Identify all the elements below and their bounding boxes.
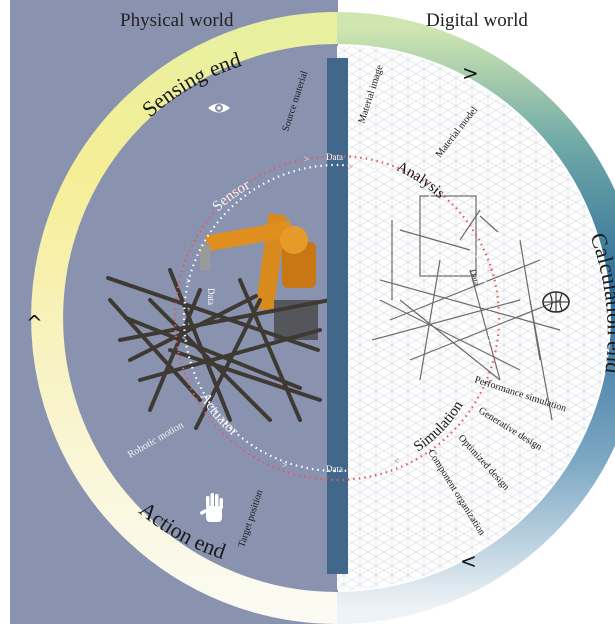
ring-digital-segment [336,12,615,624]
digital-grid [337,46,609,590]
ring-physical-segment [31,12,338,624]
cycle-arrow-right: > [488,264,493,274]
data-label-left: Data [206,288,216,305]
data-label-bottom: Data [326,464,343,474]
data-label-right: Data [468,268,482,287]
hand-icon [200,493,223,522]
cycle-arrow-bottom: < [394,456,399,466]
cycle-arrow-bottom-left: > [282,460,287,470]
white-dotted-cycle [182,163,492,473]
stick-structure-digital [371,195,561,421]
digital-world-title: Digital world [426,10,528,31]
cycle-arrow-top-left: > [304,154,309,164]
ring-chevron-bottom-right: < [460,549,477,573]
physical-world-title: Physical world [120,10,234,31]
ring-chevron-left: ^ [26,311,43,335]
ring-chevron-top-right: > [462,61,479,85]
cycle-arrow-right-lower: < [484,378,489,388]
data-label-top: Data [326,152,343,162]
cycle-arrow-left: > [186,276,191,286]
brain-icon [542,291,570,313]
red-dotted-cycle [173,154,501,482]
cycle-arrow-top-right: > [348,162,353,172]
stick-structure-physical [106,268,332,430]
world-divider [327,58,348,574]
eye-icon [208,103,230,113]
